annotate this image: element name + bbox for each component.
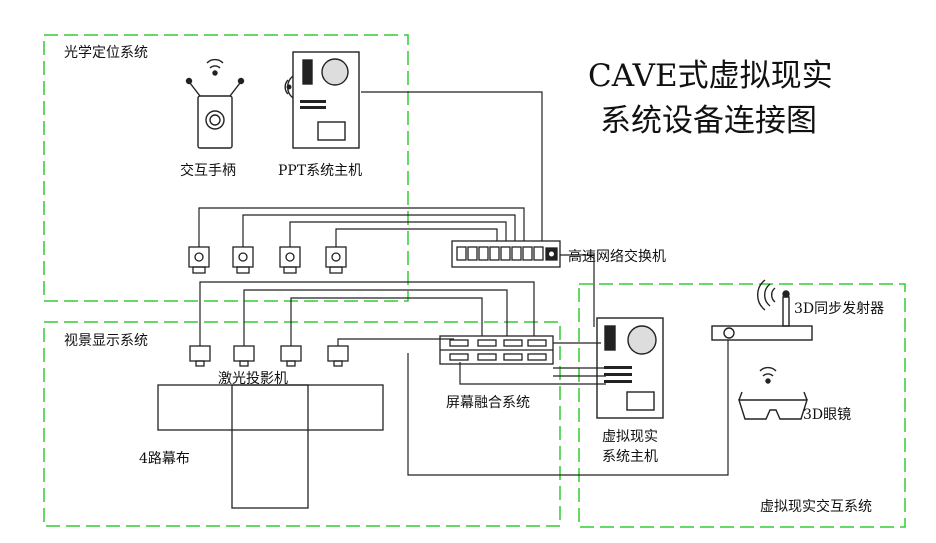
optical-region-label: 光学定位系统	[64, 45, 148, 61]
vr-interaction-region	[578, 283, 906, 528]
screen-blending-icon	[439, 335, 554, 365]
ppt-host-label: PPT系统主机	[278, 163, 363, 179]
blending-label: 屏幕融合系统	[446, 395, 530, 411]
vr-region-label: 虚拟现实交互系统	[760, 499, 872, 515]
3d-glasses-icon	[738, 366, 808, 420]
projection-screen-icon	[157, 384, 384, 509]
vr-host-label-line1: 虚拟现实	[602, 429, 658, 445]
sync-emitter-icon	[711, 279, 813, 341]
visual-display-region	[43, 321, 561, 527]
visual-region-label: 视景显示系统	[64, 333, 148, 349]
vr-host-label-line2: 系统主机	[602, 449, 658, 465]
controller-label: 交互手柄	[180, 163, 236, 179]
laser-projector-icons	[189, 345, 349, 367]
glasses-label: 3D眼镜	[803, 407, 852, 423]
screen-label: 4路幕布	[139, 451, 190, 467]
network-switch-icon	[451, 240, 561, 268]
ppt-host-icon	[284, 51, 360, 149]
optical-tracking-region	[43, 34, 409, 302]
projector-label: 激光投影机	[218, 371, 288, 387]
vr-host-icon	[596, 317, 664, 419]
sync-emitter-label: 3D同步发射器	[794, 301, 885, 317]
diagram-title-line1: CAVE式虚拟现实	[588, 58, 833, 94]
tracking-camera-icons	[188, 246, 347, 274]
diagram-title-line2: 系统设备连接图	[600, 103, 817, 139]
controller-icon	[185, 58, 245, 149]
switch-label: 高速网络交换机	[568, 249, 666, 265]
